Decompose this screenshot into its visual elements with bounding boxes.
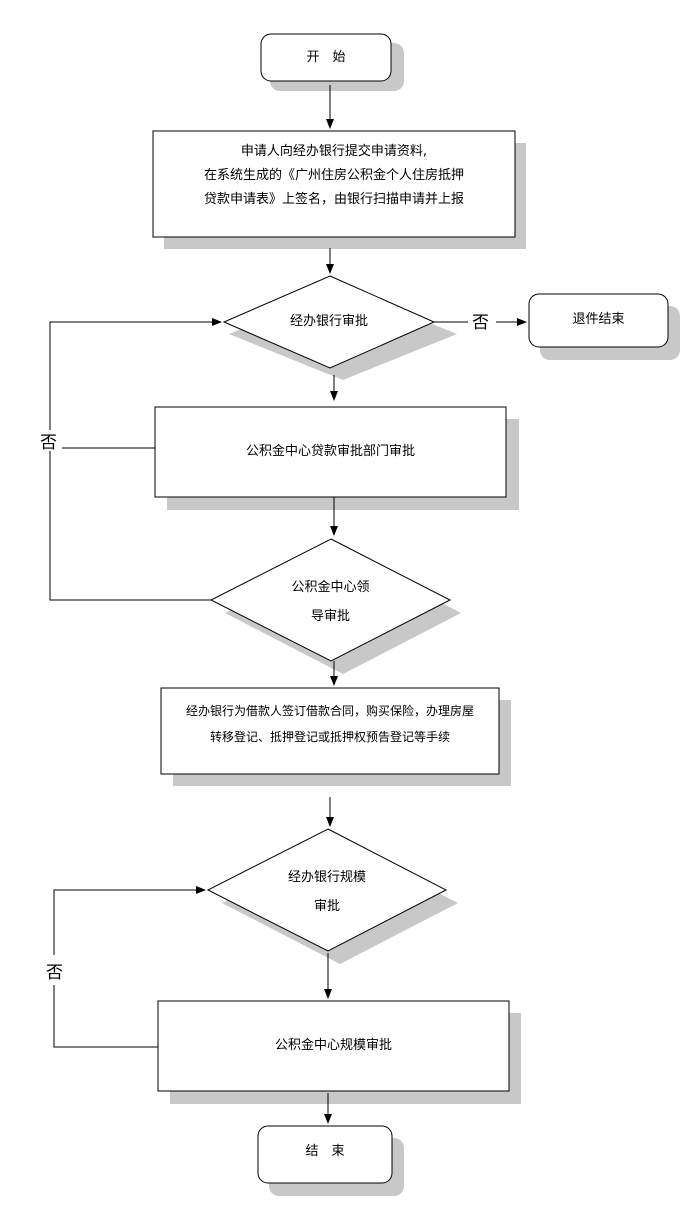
bank-scale-approval-line-1: 经办银行规模 bbox=[287, 870, 366, 885]
return-end-terminal bbox=[528, 293, 669, 348]
center-dept-approval-label: 公积金中心贷款审批部门审批 bbox=[155, 440, 506, 464]
scale-reject-label: 否 bbox=[46, 963, 63, 983]
center-dept-approval-text: 公积金中心贷款审批部门审批 bbox=[245, 444, 415, 459]
bank-scale-approval-label: 经办银行规模 审批 bbox=[208, 866, 446, 919]
sign-contract-label: 经办银行为借款人签订借款合同，购买保险，办理房屋 转移登记、抵押登记或抵押权预告… bbox=[161, 698, 499, 751]
center-scale-approval-text: 公积金中心规模审批 bbox=[274, 1038, 392, 1053]
apply-line-1: 申请人向经办银行提交申请资料, bbox=[240, 144, 428, 159]
leader-reject-label: 否 bbox=[40, 433, 57, 453]
return-end-text: 退件结束 bbox=[572, 312, 625, 327]
start-terminal bbox=[260, 33, 392, 82]
edge-leader-reject-loop bbox=[49, 451, 211, 601]
return-end-label: 退件结束 bbox=[529, 308, 668, 332]
sign-contract-box bbox=[160, 687, 500, 775]
bank-approval-text: 经办银行审批 bbox=[289, 314, 368, 329]
edge-loop-up-to-bank bbox=[49, 318, 222, 430]
leader-approval-decision bbox=[209, 538, 452, 662]
bank-scale-approval-decision bbox=[206, 828, 448, 952]
start-text: 开 始 bbox=[306, 50, 346, 65]
apply-line-2: 在系统生成的《广州住房公积金个人住房抵押 bbox=[203, 168, 464, 184]
bank-reject-label: 否 bbox=[472, 313, 489, 333]
apply-line-3: 贷款申请表》上签名，由银行扫描申请并上报 bbox=[203, 192, 464, 208]
center-scale-approval-box bbox=[157, 1000, 510, 1092]
apply-process-box bbox=[152, 130, 516, 238]
bank-approval-label: 经办银行审批 bbox=[224, 310, 434, 334]
edge-scale-reject-loop-down bbox=[53, 985, 158, 1048]
end-text: 结 束 bbox=[305, 1144, 345, 1159]
sign-contract-line-2: 转移登记、抵押登记或抵押权预告登记等手续 bbox=[209, 730, 450, 745]
leader-approval-label: 公积金中心领 导审批 bbox=[211, 576, 450, 629]
bank-scale-approval-line-2: 审批 bbox=[313, 899, 340, 915]
bank-approval-decision bbox=[222, 275, 436, 369]
apply-label: 申请人向经办银行提交申请资料, 在系统生成的《广州住房公积金个人住房抵押 贷款申… bbox=[153, 140, 515, 212]
center-dept-approval-box bbox=[154, 406, 507, 498]
start-label: 开 始 bbox=[261, 46, 391, 70]
end-label: 结 束 bbox=[258, 1140, 392, 1164]
center-scale-approval-label: 公积金中心规模审批 bbox=[158, 1034, 509, 1058]
sign-contract-line-1: 经办银行为借款人签订借款合同，购买保险，办理房屋 bbox=[185, 704, 474, 718]
edge-scale-reject-loop-up bbox=[53, 886, 206, 955]
end-terminal bbox=[257, 1125, 393, 1184]
leader-approval-line-1: 公积金中心领 bbox=[291, 580, 370, 595]
leader-approval-line-2: 导审批 bbox=[310, 609, 350, 625]
